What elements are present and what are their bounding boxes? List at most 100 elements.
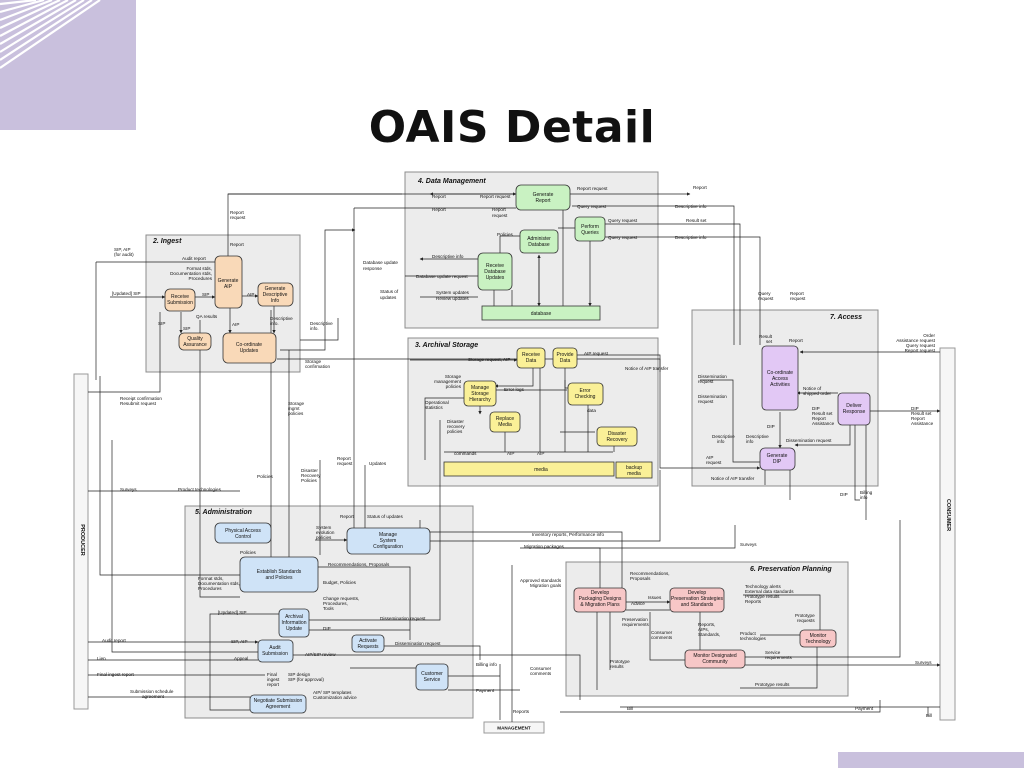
fn-customer-service: Customer Service [415, 663, 449, 691]
svg-text:Documentation stds,: Documentation stds, [170, 271, 212, 276]
svg-text:statistics: statistics [425, 405, 443, 410]
svg-text:Update: Update [286, 626, 302, 632]
fn-coordinate-access-activities: Co-ordinate Access Activities [761, 345, 799, 411]
svg-text:commands: commands [454, 451, 477, 456]
fn-manage-system-configuration: Manage System Configuration [346, 527, 431, 555]
svg-text:request: request [230, 215, 246, 220]
svg-text:Notice of AIP transfer: Notice of AIP transfer [711, 476, 755, 481]
producer-entity [73, 373, 89, 710]
svg-text:database: database [531, 311, 552, 317]
svg-text:Technology alerts: Technology alerts [745, 584, 781, 589]
fn-receive-database-updates: Receive Database Updates [477, 252, 513, 291]
svg-text:Submission schedule: Submission schedule [130, 689, 174, 694]
svg-text:requirements: requirements [765, 655, 793, 660]
svg-text:Database: Database [528, 242, 550, 248]
svg-text:Policies: Policies [301, 478, 318, 483]
svg-text:Report: Report [340, 514, 355, 519]
svg-text:Final: Final [267, 672, 277, 677]
svg-text:External data standards: External data standards [745, 589, 794, 594]
svg-text:Physical Access: Physical Access [225, 528, 261, 534]
svg-text:Requests: Requests [357, 644, 379, 650]
svg-text:comments: comments [530, 671, 552, 676]
svg-text:Storage: Storage [288, 401, 305, 406]
svg-text:request: request [790, 296, 806, 301]
svg-text:policies: policies [447, 429, 463, 434]
svg-text:Generate: Generate [218, 278, 239, 284]
svg-text:Prototype: Prototype [610, 659, 630, 664]
svg-text:info: info [860, 495, 868, 500]
svg-text:Establish Standards: Establish Standards [257, 569, 302, 575]
svg-text:Recovery: Recovery [301, 473, 321, 478]
fn-generate-report: Generate Report [515, 184, 571, 211]
svg-text:data: data [587, 408, 596, 413]
svg-text:Appeal: Appeal [234, 656, 248, 661]
svg-text:Storage request, AIP: Storage request, AIP [468, 357, 510, 362]
svg-text:and Standards: and Standards [681, 602, 714, 608]
svg-text:Receive: Receive [171, 294, 189, 300]
svg-text:Quality: Quality [187, 336, 203, 342]
svg-text:Billing: Billing [860, 490, 873, 495]
fn-manage-storage-hierarchy: Manage Storage Hierarchy [463, 380, 497, 407]
svg-text:AIP/SIP review: AIP/SIP review [305, 652, 336, 657]
svg-text:Assistance: Assistance [812, 421, 835, 426]
fn-quality-assurance: Quality Assurance [178, 332, 212, 351]
svg-text:AIP: AIP [224, 284, 233, 290]
svg-text:management: management [434, 379, 462, 384]
svg-text:Dissemination request: Dissemination request [380, 616, 426, 621]
svg-text:Customer: Customer [421, 671, 443, 677]
svg-text:AIP: AIP [537, 451, 544, 456]
svg-text:Inventory reports, Performance: Inventory reports, Performance info [532, 532, 604, 537]
svg-text:Recommendations,: Recommendations, [630, 571, 670, 576]
svg-text:Query request: Query request [906, 343, 936, 348]
svg-text:Notice of AIP transfer: Notice of AIP transfer [625, 366, 669, 371]
svg-text:Database: Database [484, 269, 506, 275]
svg-text:SIP, AIP: SIP, AIP [114, 247, 131, 252]
svg-text:& Migration Plans: & Migration Plans [580, 602, 620, 608]
svg-text:Bill: Bill [627, 706, 633, 711]
svg-text:Audit: Audit [269, 645, 281, 651]
region-access-title: 7. Access [830, 314, 862, 321]
fn-perform-queries: Perform Queries [574, 216, 606, 242]
svg-text:System updates: System updates [436, 290, 470, 295]
svg-text:Community: Community [702, 659, 728, 665]
svg-text:Budget, Policies: Budget, Policies [323, 580, 357, 585]
svg-text:and Policies: and Policies [266, 575, 293, 581]
svg-text:Review updates: Review updates [436, 296, 469, 301]
svg-text:Queries: Queries [581, 230, 599, 236]
producer-label: PRODUCER [79, 524, 85, 556]
svg-text:Report: Report [230, 210, 245, 215]
svg-text:policies: policies [316, 535, 332, 540]
svg-text:Descriptive: Descriptive [310, 321, 333, 326]
svg-text:Change requests,: Change requests, [323, 596, 359, 601]
svg-text:Negotiate Submission: Negotiate Submission [254, 698, 303, 704]
svg-text:Consumer: Consumer [651, 630, 673, 635]
svg-text:Migration goals: Migration goals [530, 583, 562, 588]
svg-text:SIP: SIP [202, 292, 209, 297]
fn-develop-packaging-designs: Develop Packaging Designs & Migration Pl… [573, 587, 627, 613]
svg-text:Data: Data [526, 358, 537, 364]
svg-text:Updates: Updates [486, 275, 505, 281]
svg-text:set: set [766, 339, 773, 344]
fn-establish-standards: Establish Standards and Policies [239, 556, 319, 593]
svg-text:Query request: Query request [577, 204, 607, 209]
svg-text:DIP: DIP [911, 406, 919, 411]
svg-text:Reports,: Reports, [698, 622, 715, 627]
fn-database: database [481, 305, 601, 321]
svg-text:Dissemination: Dissemination [698, 374, 727, 379]
svg-text:Receive: Receive [486, 263, 504, 269]
svg-text:SIP (for approval): SIP (for approval) [288, 677, 324, 682]
svg-text:Billing info: Billing info [476, 662, 497, 667]
svg-text:Reports: Reports [513, 709, 530, 714]
svg-text:Report: Report [432, 194, 447, 199]
flow-labels: Report request Report Report Report requ… [97, 185, 936, 718]
fn-monitor-designated-community: Monitor Designated Community [684, 649, 746, 669]
svg-text:Assistance: Assistance [911, 421, 934, 426]
svg-text:Report: Report [432, 207, 447, 212]
svg-text:Assurance: Assurance [183, 342, 207, 348]
svg-text:Administer: Administer [527, 236, 551, 242]
svg-text:Access: Access [772, 376, 789, 382]
svg-text:Consumer: Consumer [530, 666, 552, 671]
svg-text:Policies: Policies [240, 550, 257, 555]
svg-text:AIP: AIP [507, 451, 514, 456]
svg-text:Provide: Provide [557, 352, 574, 358]
